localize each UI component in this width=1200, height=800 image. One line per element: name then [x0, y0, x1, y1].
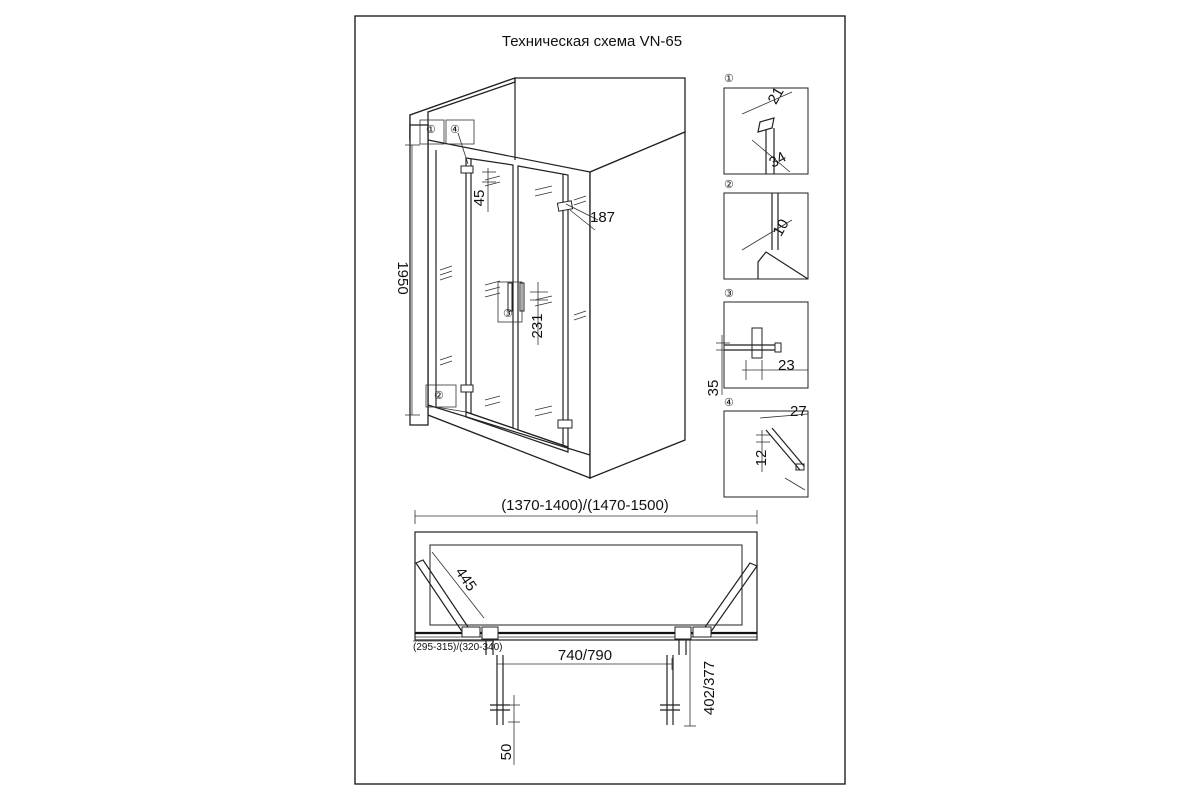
dim-overall-width: (1370-1400)/(1470-1500) — [501, 497, 669, 514]
detail-2-dim-a: 10 — [770, 216, 793, 239]
detail-2: ② 10 — [723, 179, 809, 280]
marker-4: ④ — [450, 124, 460, 136]
plan-view: (1370-1400)/(1470-1500) 445 (295-315)/(3… — [413, 497, 758, 765]
dim-hinge-gap: 187 — [590, 209, 615, 226]
front-view: 1950 45 187 231 ① ④ ③ ② — [394, 77, 686, 479]
detail-4-dim-a: 27 — [790, 403, 807, 420]
detail-3-dim-a: 23 — [778, 357, 795, 374]
marker-2: ② — [434, 390, 444, 402]
dim-height: 1950 — [394, 261, 411, 294]
detail-3: ③ 23 — [723, 288, 809, 389]
detail-2-marker: ② — [724, 179, 734, 191]
dim-panel-width: 445 — [452, 564, 480, 594]
dim-door-opening: 740/790 — [558, 647, 612, 664]
detail-4: ④ 27 12 — [723, 397, 809, 498]
dim-handle-offset: 45 — [471, 190, 488, 207]
detail-1-marker: ① — [724, 73, 734, 85]
marker-1: ① — [426, 124, 436, 136]
detail-1: ① 21 34 — [723, 73, 809, 175]
detail-4-dim-b: 12 — [753, 450, 770, 467]
dim-handle-length: 231 — [529, 313, 546, 338]
dim-side-range: (295-315)/(320-340) — [413, 642, 503, 653]
detail-4-marker: ④ — [724, 397, 734, 409]
sheet-border — [354, 15, 846, 785]
drawing-title: Техническая схема VN-65 — [502, 33, 682, 50]
dim-detail-35: 35 — [705, 380, 722, 397]
dim-door-depth: 402/377 — [701, 661, 718, 715]
marker-3: ③ — [503, 308, 513, 320]
detail-1-dim-b: 34 — [766, 149, 789, 172]
dim-handle-depth: 50 — [498, 744, 515, 761]
detail-1-dim-a: 21 — [765, 84, 788, 107]
detail-3-marker: ③ — [724, 288, 734, 300]
